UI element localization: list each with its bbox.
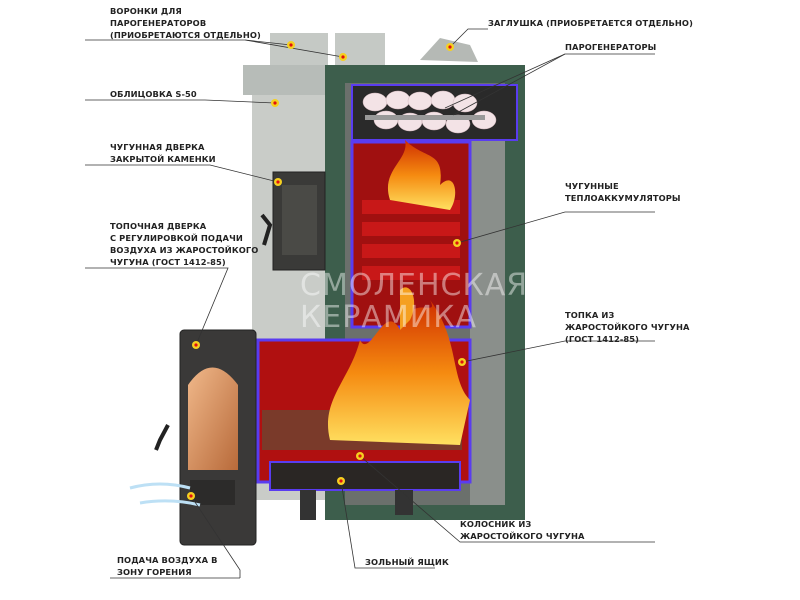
steam-generator-pipe [365, 115, 485, 120]
label-line: ЖАРОСТОЙКОГО ЧУГУНА [460, 531, 585, 541]
label-line: (ПРИОБРЕТАЮТСЯ ОТДЕЛЬНО) [110, 30, 261, 40]
label-line: ПОДАЧА ВОЗДУХА В [117, 555, 218, 565]
main-flame [327, 300, 470, 445]
ash-box [269, 461, 461, 491]
label-plug: ЗАГЛУШКА (ПРИОБРЕТАЕТСЯ ОТДЕЛЬНО) [488, 17, 693, 29]
watermark-line2: КЕРАМИКА [300, 300, 478, 335]
label-firebox-door: ТОПОЧНАЯ ДВЕРКА С РЕГУЛИРОВКОЙ ПОДАЧИ ВО… [110, 220, 258, 268]
label-heat-accumulators: ЧУГУННЫЕ ТЕПЛОАККУМУЛЯТОРЫ [565, 180, 681, 204]
label-cladding: ОБЛИЦОВКА S-50 [110, 88, 197, 100]
label-line: ЗАКРЫТОЙ КАМЕНКИ [110, 154, 216, 164]
label-line: ЧУГУНА (ГОСТ 1412-85) [110, 257, 226, 267]
label-funnels: ВОРОНКИ ДЛЯ ПАРОГЕНЕРАТОРОВ (ПРИОБРЕТАЮТ… [110, 5, 261, 41]
label-line: ЗОЛЬНЫЙ ЯЩИК [365, 557, 449, 567]
watermark-line1: СМОЛЕНСКАЯ [300, 268, 529, 303]
label-line: ПАРОГЕНЕРАТОРОВ [110, 18, 207, 28]
label-line: С РЕГУЛИРОВКОЙ ПОДАЧИ [110, 233, 243, 243]
label-line: ТОПКА ИЗ [565, 310, 615, 320]
heat-accumulators [362, 200, 460, 280]
label-line: ТОПОЧНАЯ ДВЕРКА [110, 221, 207, 231]
stones [362, 90, 497, 134]
label-steam-generators: ПАРОГЕНЕРАТОРЫ [565, 41, 656, 53]
marker-icons [187, 41, 466, 500]
label-line: КОЛОСНИК ИЗ [460, 519, 532, 529]
cladding-top [243, 65, 333, 95]
label-line: ЗАГЛУШКА (ПРИОБРЕТАЕТСЯ ОТДЕЛЬНО) [488, 18, 693, 28]
label-line: ВОЗДУХА ИЗ ЖАРОСТОЙКОГО [110, 245, 259, 255]
label-heater-door: ЧУГУННАЯ ДВЕРКА ЗАКРЫТОЙ КАМЕНКИ [110, 141, 216, 165]
label-firebox: ТОПКА ИЗ ЖАРОСТОЙКОГО ЧУГУНА (ГОСТ 1412-… [565, 309, 690, 345]
label-line: ВОРОНКИ ДЛЯ [110, 6, 182, 16]
label-line: ТЕПЛОАККУМУЛЯТОРЫ [565, 193, 681, 203]
label-air-supply: ПОДАЧА ВОЗДУХА В ЗОНУ ГОРЕНИЯ [117, 554, 218, 578]
label-line: ОБЛИЦОВКА S-50 [110, 89, 197, 99]
label-line: ЗОНУ ГОРЕНИЯ [117, 567, 192, 577]
air-flow-icon [129, 482, 191, 490]
label-line: ЖАРОСТОЙКОГО ЧУГУНА [565, 322, 690, 332]
upper-flame [387, 140, 456, 210]
label-grate: КОЛОСНИК ИЗ ЖАРОСТОЙКОГО ЧУГУНА [460, 518, 585, 542]
label-line: ЧУГУННАЯ ДВЕРКА [110, 142, 205, 152]
door-glass [188, 367, 238, 470]
label-line: (ГОСТ 1412-85) [565, 334, 640, 344]
label-ash-box: ЗОЛЬНЫЙ ЯЩИК [365, 556, 449, 568]
label-line: ЧУГУННЫЕ [565, 181, 619, 191]
label-line: ПАРОГЕНЕРАТОРЫ [565, 42, 657, 52]
